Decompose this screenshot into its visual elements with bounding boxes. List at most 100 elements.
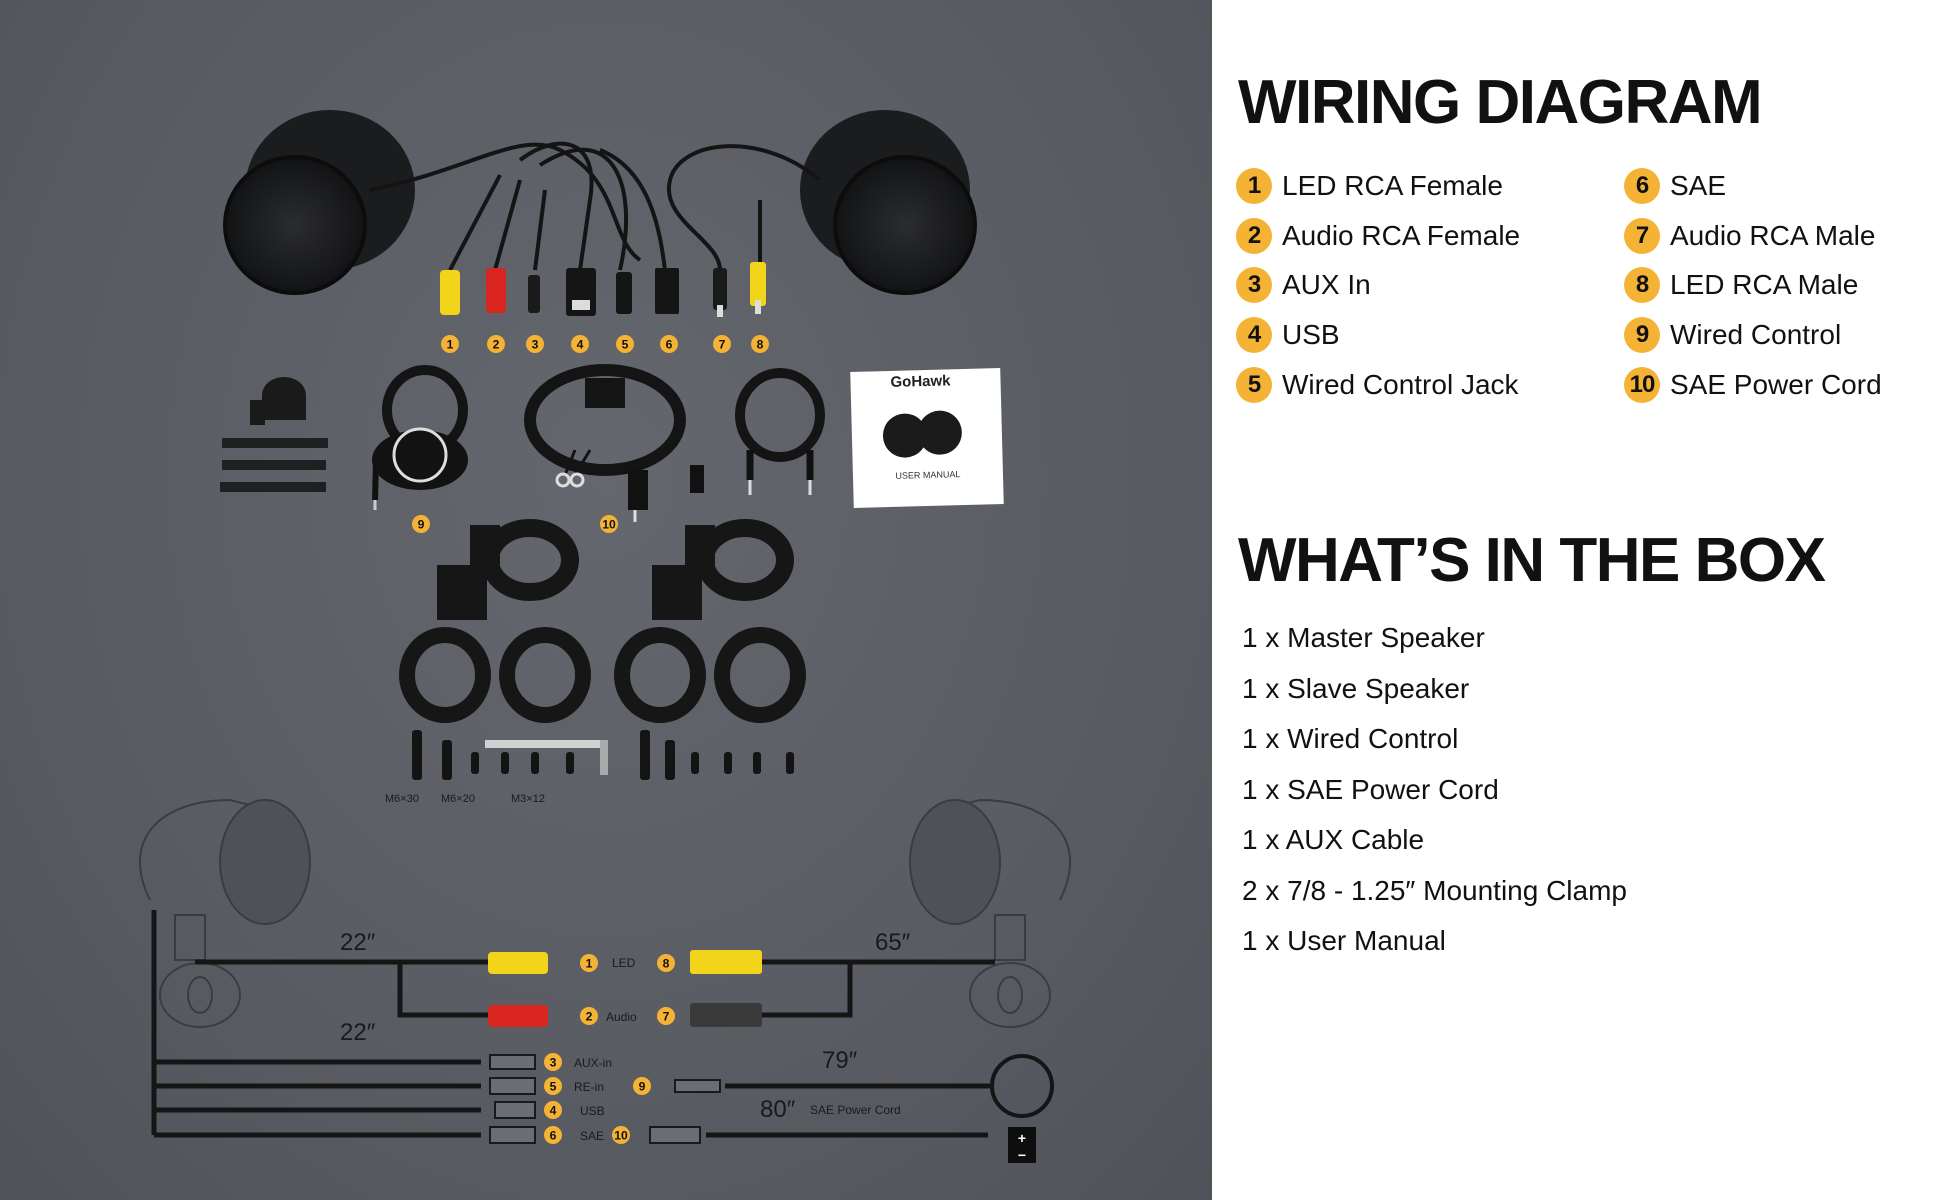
number-badge	[580, 954, 598, 972]
number-badge	[544, 1126, 562, 1144]
legend-label: SAE Power Cord	[1670, 368, 1882, 400]
wiring-legend-item: 10 SAE Power Cord	[1624, 366, 1882, 403]
number-badge: 8	[1624, 267, 1660, 304]
hex-key	[485, 740, 605, 748]
number-badge	[412, 515, 430, 533]
manual-brand: GoHawk	[890, 372, 951, 391]
product-illustration: 1 2 3 4 5 6 7 8 GoHawk USER MANUAL 9 10	[138, 110, 1072, 1163]
manual-title: USER MANUAL	[895, 469, 960, 481]
led-rca-male	[690, 950, 762, 974]
length-label: 79″	[822, 1047, 858, 1074]
power-cord-label: SAE Power Cord	[810, 1103, 901, 1117]
number-badge	[713, 335, 731, 353]
legend-label: AUX In	[1282, 269, 1371, 301]
led-rca-female	[488, 952, 548, 974]
box-item: 1 x Wired Control	[1242, 723, 1459, 754]
length-label: 22″	[340, 1019, 376, 1046]
legend-label: LED RCA Male	[1670, 269, 1859, 301]
number-badge: 10	[1624, 366, 1660, 403]
wiring-legend-item: 4 USB	[1236, 317, 1340, 354]
mounting-clamps	[399, 519, 806, 723]
number-badge	[571, 335, 589, 353]
badge-number: 5	[550, 1080, 557, 1094]
port-label: SAE	[580, 1129, 604, 1143]
wiring-legend-item: 9 Wired Control	[1624, 317, 1842, 354]
badge-number: 1	[586, 957, 593, 971]
number-badge	[526, 335, 544, 353]
number-badge: 2	[1236, 217, 1272, 254]
badge-number: 2	[493, 338, 500, 352]
aux-cable-coil	[735, 368, 825, 495]
screws	[412, 730, 794, 780]
box-item: 1 x User Manual	[1242, 925, 1446, 956]
legend-label: Wired Control Jack	[1282, 368, 1519, 400]
screw	[501, 752, 509, 774]
wiring-schematic: + − 22″ 22″ 65″ 79″ 80″ SAE Power Cord L…	[138, 798, 1072, 1163]
badge-number: 9	[418, 518, 425, 532]
legend-label: USB	[1282, 319, 1340, 351]
speaker-cables	[369, 141, 822, 271]
badge-number: 10	[602, 518, 616, 532]
number-badge	[657, 954, 675, 972]
number-badge	[580, 1007, 598, 1025]
velcro-strips	[220, 377, 328, 492]
badge-number: 9	[639, 1080, 646, 1094]
number-badge	[544, 1101, 562, 1119]
badge-number: 7	[663, 1010, 670, 1024]
port-label: USB	[580, 1104, 605, 1118]
svg-text:+: +	[1018, 1130, 1026, 1146]
box-item: 2 x 7/8 - 1.25″ Mounting Clamp	[1242, 874, 1627, 906]
badge-number: 8	[663, 957, 670, 971]
screw-label: M6×20	[441, 793, 475, 805]
wiring-legend-item: 2 Audio RCA Female	[1236, 217, 1521, 254]
number-badge: 9	[1624, 317, 1660, 354]
legend-label: Wired Control	[1670, 319, 1842, 351]
screw	[691, 752, 699, 774]
user-manual: GoHawk USER MANUAL	[850, 368, 1004, 508]
badge-number: 3	[532, 338, 539, 352]
speaker-outline-right	[909, 798, 1072, 1028]
port-label: AUX-in	[574, 1056, 612, 1070]
badge-number: 5	[622, 338, 629, 352]
connectors-row	[440, 262, 766, 317]
badge-number: 2	[586, 1010, 593, 1024]
clamp-ring	[399, 627, 491, 723]
audio-rca-male	[690, 1003, 762, 1027]
badge-number: 6	[666, 338, 673, 352]
number-badge: 7	[1624, 217, 1660, 254]
wiring-legend-item: 8 LED RCA Male	[1624, 267, 1859, 304]
number-badge	[612, 1126, 630, 1144]
sae-power-cord-coil	[524, 364, 704, 522]
wired-control-diagram	[990, 1054, 1054, 1118]
badge-number: 7	[719, 338, 726, 352]
legend-label: LED RCA Female	[1282, 170, 1503, 201]
badge-number: 4	[550, 1104, 557, 1118]
number-badge	[487, 335, 505, 353]
number-badge	[660, 335, 678, 353]
number-badge	[657, 1007, 675, 1025]
number-badge	[544, 1077, 562, 1095]
audio-rca-female	[488, 1005, 548, 1027]
screw	[753, 752, 761, 774]
number-badge: 6	[1624, 168, 1660, 204]
legend-label: Audio RCA Male	[1670, 219, 1876, 251]
number-badge: 4	[1236, 317, 1272, 354]
number-badge: 5	[1236, 366, 1272, 403]
svg-text:−: −	[1018, 1147, 1026, 1163]
badge-number: 8	[757, 338, 764, 352]
length-label: 22″	[340, 929, 376, 956]
screw	[566, 752, 574, 774]
speaker-outline-left	[138, 798, 311, 1028]
wiring-legend-item: 5 Wired Control Jack	[1236, 366, 1519, 403]
wired-control	[372, 365, 468, 510]
number-badge	[633, 1077, 651, 1095]
product-photo-panel: 1 2 3 4 5 6 7 8 GoHawk USER MANUAL 9 10	[0, 0, 1212, 1200]
legend-label: Audio RCA Female	[1282, 219, 1521, 251]
badge-number: 4	[577, 338, 584, 352]
box-item: 1 x AUX Cable	[1242, 824, 1425, 855]
number-badge	[441, 335, 459, 353]
slave-speaker	[800, 110, 977, 295]
